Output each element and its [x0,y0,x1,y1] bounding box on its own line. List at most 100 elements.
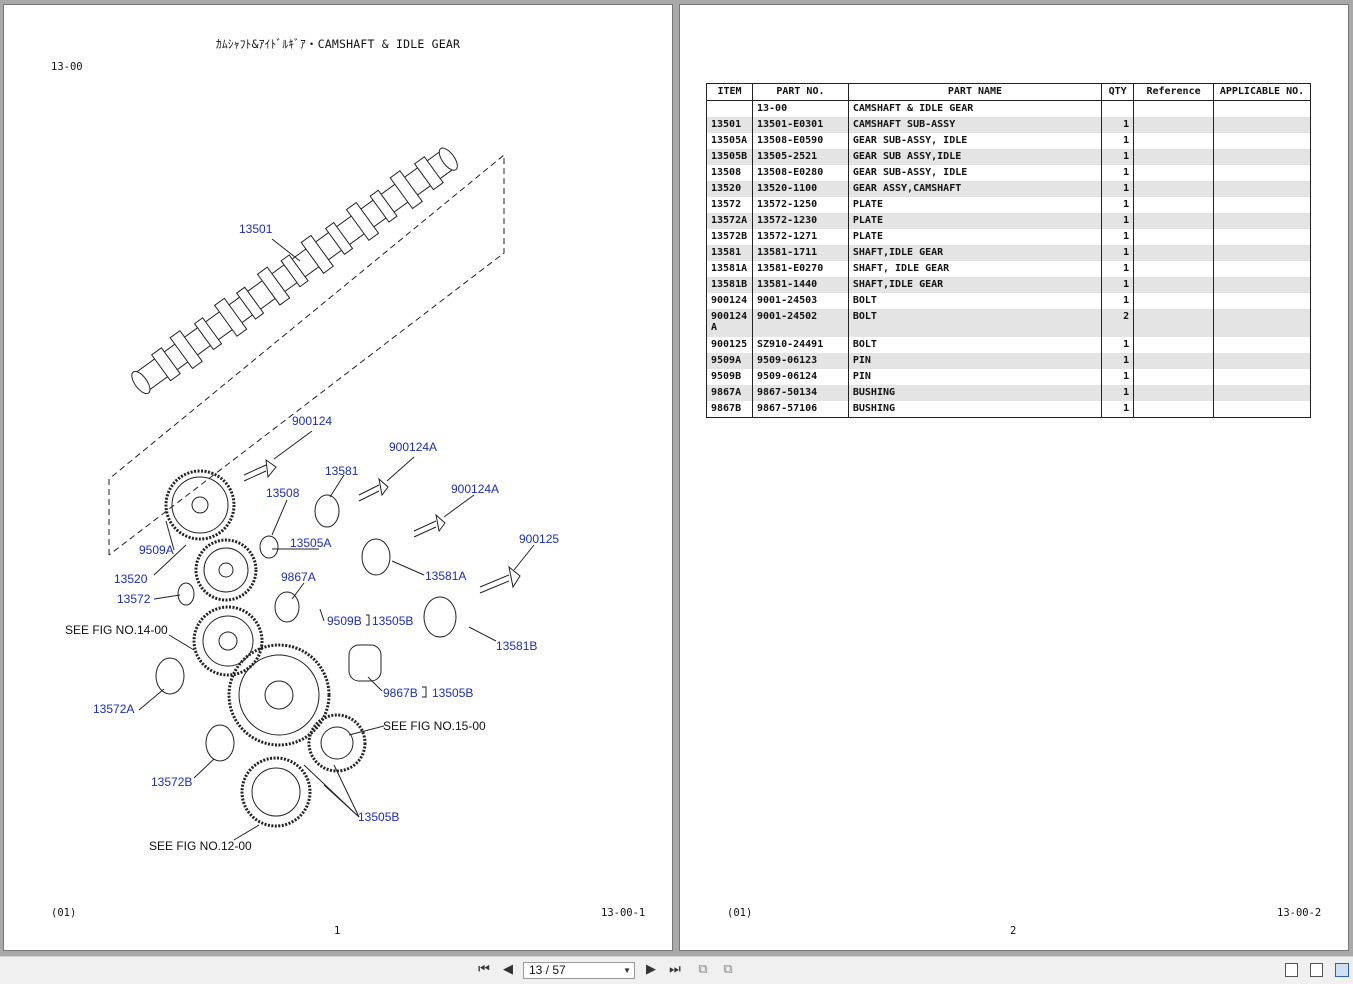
callout-9509a[interactable]: 9509A [139,543,174,557]
cell-part-name: PIN [847,353,1103,369]
callout-13572b[interactable]: 13572B [151,775,192,789]
cell-applicable-no [1212,245,1312,261]
cell-applicable-no [1212,277,1312,293]
shaft-13581a [361,538,391,576]
cell-part-name: GEAR ASSY,CAMSHAFT [847,181,1103,197]
callout-13508[interactable]: 13508 [266,486,300,500]
cell-reference [1133,245,1214,261]
callout-13520[interactable]: 13520 [114,572,148,586]
callout-see-fig-14-00[interactable]: SEE FIG NO.14-00 [65,623,168,637]
cell-qty: 1 [1101,197,1135,213]
camshaft-drawing [131,147,458,395]
parts-table: ITEM PART NO. PART NAME QTY Reference AP… [706,83,1312,418]
callout-13572a[interactable]: 13572A [93,702,134,716]
callout-9867b[interactable]: 9867B [383,686,418,700]
single-page-view-icon[interactable] [1285,963,1298,977]
cell-part-no: 13508-E0590 [751,133,849,149]
callout-13505b-3[interactable]: 13505B [358,810,399,824]
copy-alt-icon[interactable]: ⧉ [723,962,733,977]
cell-qty: 1 [1101,337,1135,353]
cell-part-name: GEAR SUB-ASSY, IDLE [847,133,1103,149]
two-page-view-icon[interactable] [1335,963,1349,977]
cell-reference [1133,369,1214,385]
callout-13501[interactable]: 13501 [239,222,273,236]
prev-page-icon[interactable]: ◀ [503,962,513,977]
cell-part-no: 13572-1271 [751,229,849,245]
document-page-right: ITEM PART NO. PART NAME QTY Reference AP… [679,4,1349,951]
page-number: 2 [1010,925,1017,937]
continuous-view-icon[interactable] [1310,963,1323,977]
cell-part-no: 9509-06123 [751,353,849,369]
callout-13572[interactable]: 13572 [117,592,151,606]
callout-see-fig-12-00[interactable]: SEE FIG NO.12-00 [149,839,252,853]
cell-part-name: CAMSHAFT SUB-ASSY [847,117,1103,133]
next-page-icon[interactable]: ▶ [646,962,656,977]
cell-item: 9867B [706,401,753,418]
cell-applicable-no [1212,261,1312,277]
callout-13505b-2[interactable]: 13505B [432,686,473,700]
cell-part-no: 13-00 [751,100,849,117]
viewer-toolbar: ⏮ ◀ 13 / 57 ▼ ▶ ⏭ ⧉ ⧉ [0,956,1353,984]
callout-900125[interactable]: 900125 [519,532,559,546]
callout-900124[interactable]: 900124 [292,414,332,428]
cell-part-no: 13505-2521 [751,149,849,165]
cell-item: 13572A [706,213,753,229]
cell-item: 13572 [706,197,753,213]
callout-13505a[interactable]: 13505A [290,536,331,550]
callout-9509b[interactable]: 9509B [327,614,362,628]
callout-see-fig-15-00[interactable]: SEE FIG NO.15-00 [383,719,486,733]
first-page-icon[interactable]: ⏮ [478,962,490,977]
callout-13581b[interactable]: 13581B [496,639,537,653]
cell-applicable-no [1212,353,1312,369]
cell-reference [1133,401,1214,418]
cell-reference [1133,337,1214,353]
cell-applicable-no [1212,213,1312,229]
cell-part-no: 9867-50134 [751,385,849,401]
callout-900124a[interactable]: 900124A [389,440,437,454]
callout-9867a[interactable]: 9867A [281,570,316,584]
shaft-13581b [423,596,457,638]
cell-applicable-no [1212,197,1312,213]
col-header-qty: QTY [1101,83,1135,101]
cell-applicable-no [1212,117,1312,133]
callout-900124a-2[interactable]: 900124A [451,482,499,496]
cell-reference [1133,229,1214,245]
cell-reference [1133,197,1214,213]
cell-qty: 1 [1101,293,1135,309]
cell-part-name: SHAFT, IDLE GEAR [847,261,1103,277]
callout-13505b[interactable]: 13505B [372,614,413,628]
cell-qty: 1 [1101,261,1135,277]
callout-13581[interactable]: 13581 [325,464,359,478]
cell-applicable-no [1212,133,1312,149]
cell-item [706,100,753,117]
section-code: 13-00 [51,61,83,73]
last-page-icon[interactable]: ⏭ [669,962,681,977]
cell-reference [1133,385,1214,401]
callout-13581a[interactable]: 13581A [425,569,466,583]
idle-gear-small-drawing [194,538,258,602]
copy-icon[interactable]: ⧉ [698,962,708,977]
cell-applicable-no [1212,293,1312,309]
bolt-900124a-1 [358,477,389,502]
page-selector[interactable]: 13 / 57 ▼ [523,962,635,979]
